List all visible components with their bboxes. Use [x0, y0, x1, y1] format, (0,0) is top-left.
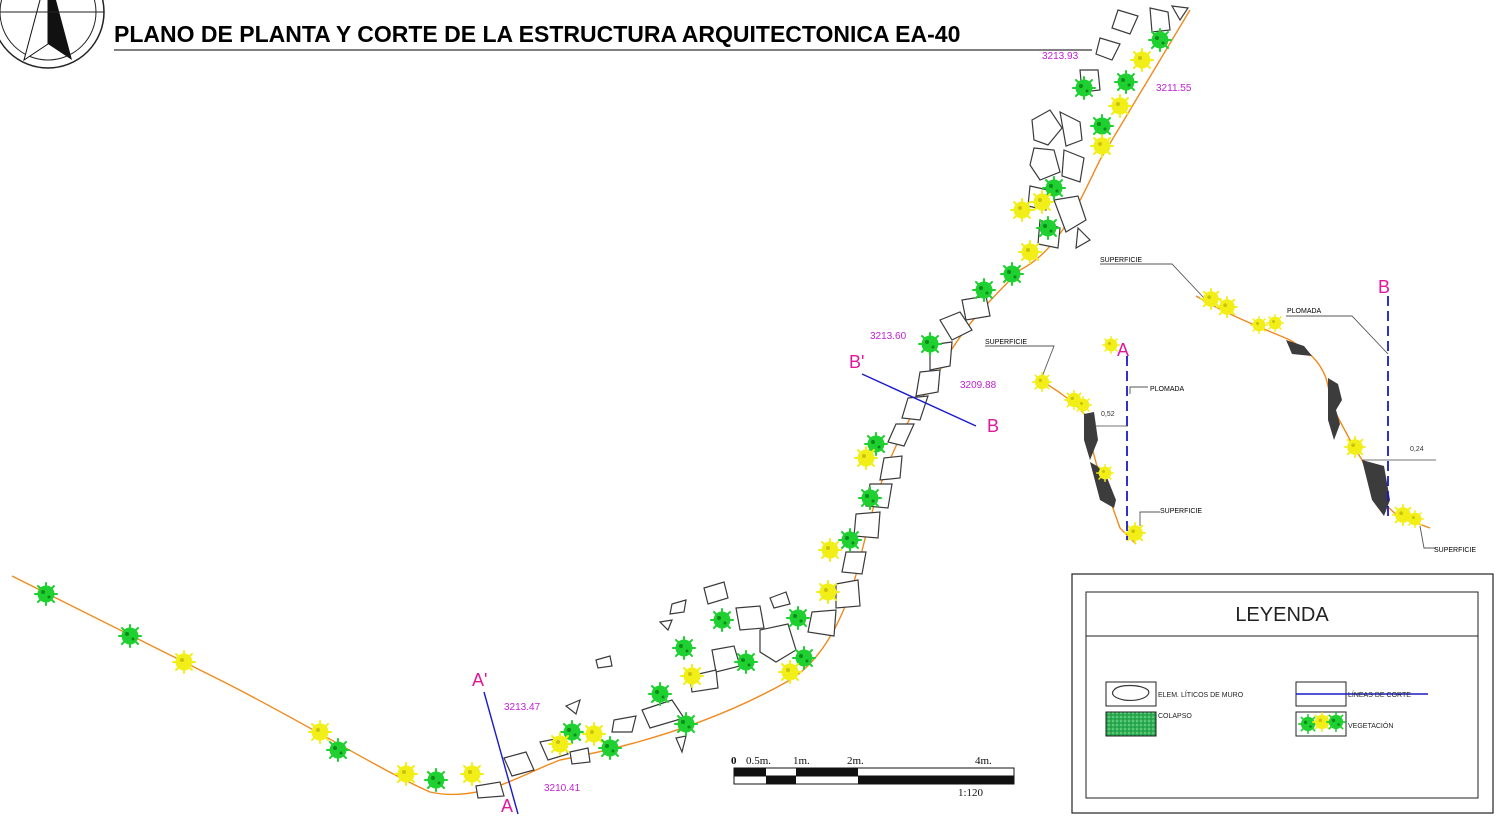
- elevation-label: 3211.55: [1156, 83, 1192, 94]
- cut-line-a: [483, 691, 519, 815]
- section-a-superficie-bottom: SUPERFICIE: [1160, 508, 1202, 515]
- legend-item-label: VEGETACIÓN: [1348, 721, 1393, 730]
- vegetation-plan: [34, 28, 1172, 792]
- section-b: SUPERFICIE B PLOMADA 0,24 SUPERFICIE: [1100, 257, 1476, 554]
- section-b-superficie-top: SUPERFICIE: [1100, 257, 1142, 264]
- section-b-superficie-bottom: SUPERFICIE: [1434, 547, 1476, 554]
- scale-label: 2m.: [847, 755, 864, 767]
- plan-title: PLANO DE PLANTA Y CORTE DE LA ESTRUCTURA…: [114, 21, 960, 47]
- cut-label-a-prime: A': [472, 670, 487, 690]
- section-b-label: B: [1378, 277, 1390, 297]
- elevation-label: 3213.93: [1042, 51, 1079, 62]
- elevation-label: 3209.88: [960, 380, 997, 391]
- legend-item-label: ELEM. LÍTICOS DE MURO: [1158, 690, 1244, 699]
- section-a-superficie-top: SUPERFICIE: [985, 339, 1027, 346]
- cut-label-a: A: [501, 796, 513, 816]
- section-a-label: A: [1117, 340, 1129, 360]
- elevation-label: 3213.60: [870, 331, 907, 342]
- section-a-dimension: 0,52: [1101, 411, 1115, 418]
- collapse-hatch-symbol-icon: [1105, 711, 1157, 737]
- scale-label: 1m.: [793, 755, 810, 767]
- north-arrow-icon: [0, 0, 105, 69]
- scale-label: 0: [731, 755, 737, 767]
- section-b-plomada: PLOMADA: [1287, 308, 1322, 315]
- profile-line: [11, 9, 1191, 796]
- cut-line-b: [861, 373, 977, 427]
- wall-stones: [475, 5, 1190, 799]
- legend-title: LEYENDA: [1235, 604, 1329, 626]
- section-b-dimension: 0,24: [1410, 446, 1424, 453]
- scale-label: 4m.: [975, 755, 992, 767]
- legend-item-label: COLAPSO: [1158, 713, 1192, 720]
- elevation-label: 3213.47: [504, 702, 541, 713]
- scale-bar: 0 0.5m. 1m. 2m. 4m. 1:120: [731, 755, 1015, 799]
- cut-label-b: B: [987, 416, 999, 436]
- cut-label-b-prime: B': [849, 352, 864, 372]
- section-a: SUPERFICIE A PLOMADA 0,52 SUPERFICIE: [985, 336, 1202, 545]
- section-a-plomada: PLOMADA: [1150, 386, 1185, 393]
- legend: LEYENDA ELEM. LÍTICOS DE MURO LÍNEAS DE …: [1071, 573, 1494, 814]
- scale-label: 0.5m.: [746, 755, 771, 767]
- elevation-label: 3210.41: [544, 783, 581, 794]
- scale-ratio: 1:120: [958, 787, 984, 799]
- legend-item-label: LÍNEAS DE CORTE: [1348, 690, 1411, 699]
